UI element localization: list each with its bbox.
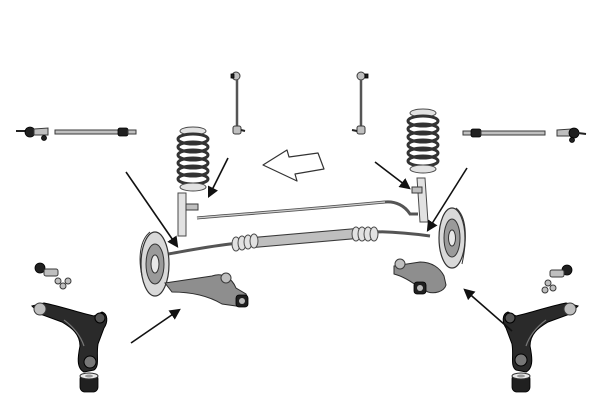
left-inner-tie-rod-icon [54, 127, 137, 137]
left-control-arm-icon [31, 302, 108, 373]
left-tie-rod-end-icon [16, 126, 49, 141]
left-ball-joint-icon [34, 262, 72, 290]
right-arm-bushing-icon [511, 372, 531, 393]
left-arm-bushing-icon [79, 372, 99, 393]
leader-arrow [130, 308, 181, 344]
right-stabilizer-link-icon [351, 71, 369, 135]
leader-arrow [426, 167, 468, 232]
right-control-arm-icon [502, 302, 579, 373]
leader-arrows [125, 157, 513, 344]
leader-arrow [463, 288, 513, 332]
left-stabilizer-link-icon [230, 71, 246, 135]
right-inner-tie-rod-icon [462, 128, 546, 138]
right-tie-rod-end-icon [556, 127, 587, 143]
right-coil-spring-icon [406, 108, 440, 174]
right-ball-joint-icon [541, 264, 573, 294]
leader-arrow [125, 171, 179, 248]
left-coil-spring-icon [176, 126, 210, 192]
axle-assembly-icon [139, 177, 466, 308]
leader-arrow [374, 161, 411, 190]
direction-arrow-icon [262, 149, 325, 182]
leader-arrow [207, 157, 229, 199]
